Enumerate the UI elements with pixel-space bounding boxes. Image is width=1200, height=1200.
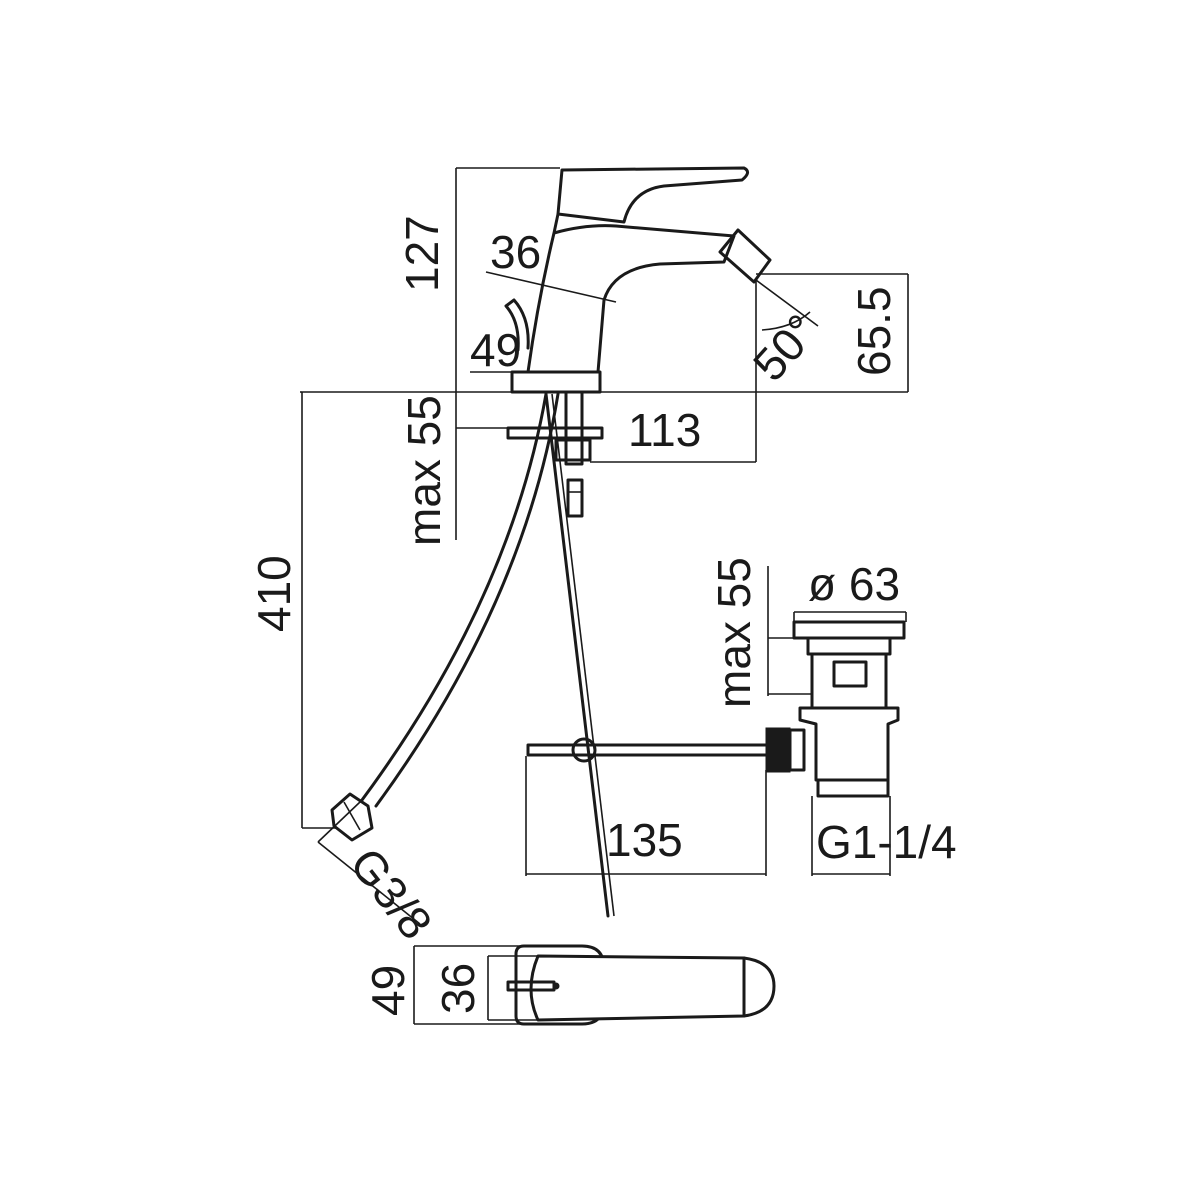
dimension-lines [300, 167, 909, 1025]
waste-outlet [816, 778, 890, 798]
waste-window [832, 660, 868, 688]
mixer-body [526, 212, 736, 374]
dim-rod-135: 135 [606, 814, 683, 866]
stud-end [566, 478, 584, 518]
dim-reach-113: 113 [628, 404, 701, 456]
waste-lever-rod [526, 743, 770, 757]
dim-hose-thread: G3/8 [340, 838, 442, 949]
popup-rod [504, 298, 530, 352]
popup-linkage-rod [544, 392, 615, 918]
dim-outlet-65-5: 65.5 [848, 286, 900, 376]
dim-waste-dia-63: ø 63 [808, 558, 900, 610]
waste-tail [798, 706, 900, 782]
mixer-lever [556, 166, 749, 224]
waste-cap [792, 620, 906, 640]
waste-flange [806, 636, 892, 656]
spout-outlet [718, 228, 772, 284]
dim-spout-36: 36 [490, 226, 541, 278]
mixer-side-view [504, 166, 772, 518]
dimension-labels: 127 36 49 50° 65.5 113 max 55 410 max 55… [248, 215, 957, 1016]
fixing-washer [506, 426, 604, 440]
dim-hose-410: 410 [248, 555, 300, 632]
dim-top-49: 49 [362, 965, 414, 1016]
dim-deck-max-55: max 55 [398, 395, 450, 546]
rod-joint [571, 737, 597, 763]
top-rod-dot [552, 982, 560, 990]
dim-base-49: 49 [470, 324, 521, 376]
popup-waste [526, 620, 906, 798]
mixer-top-view [506, 944, 776, 1026]
top-body-outline [529, 954, 776, 1022]
waste-collar [788, 728, 806, 772]
dim-waste-thread: G1-1/4 [816, 816, 957, 868]
dim-waste-max-55: max 55 [708, 557, 760, 708]
mixer-base-plate [510, 370, 602, 394]
dim-top-36: 36 [432, 963, 484, 1014]
dim-height-127: 127 [396, 215, 448, 292]
fixing-nut [554, 438, 592, 462]
